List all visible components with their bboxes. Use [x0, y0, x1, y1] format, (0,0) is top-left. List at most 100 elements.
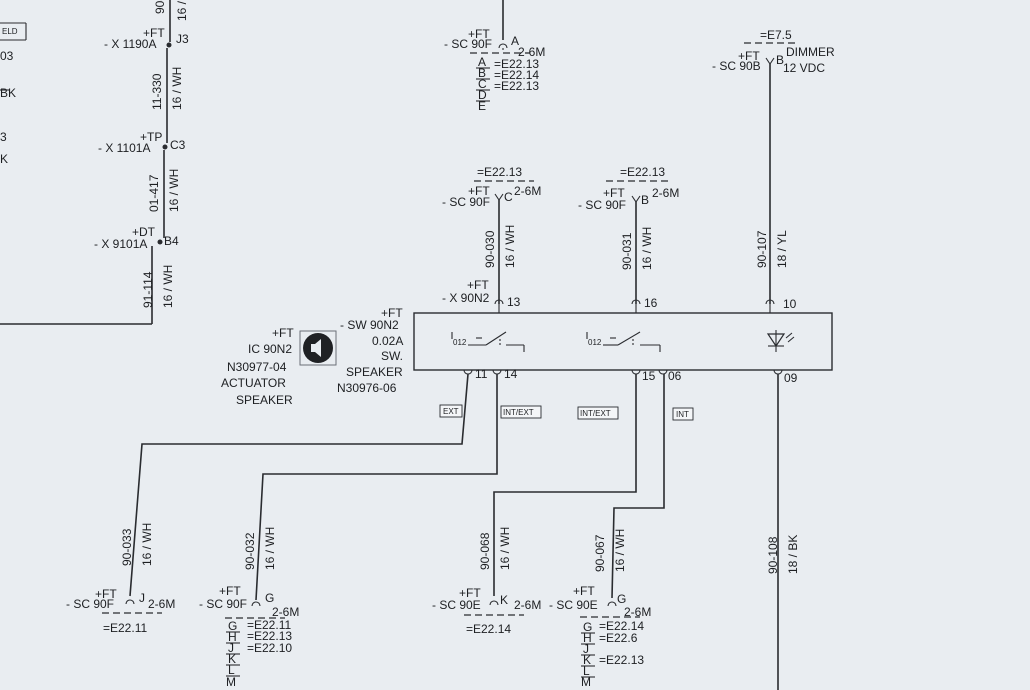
wire-spec: 18 / BK: [786, 535, 800, 574]
wire-number: 90-032: [243, 532, 257, 570]
cross-ref: =E22.11: [247, 618, 291, 632]
contact-label: 012: [588, 338, 602, 347]
pin-label: 09: [784, 371, 798, 385]
connector-ref: - SC 90F: [578, 198, 626, 212]
pin-symbol: [631, 299, 641, 305]
wire-number: 91-114: [141, 271, 155, 308]
wire-number: 90-033: [120, 528, 134, 566]
left-title-block: ELD 03 BK 3 K: [0, 22, 27, 166]
connector-c: =E22.13 +FT - SC 90F C 2-6M: [442, 165, 541, 304]
wire-number: 90-108: [766, 536, 780, 574]
top-connector: +FT - SC 90F A 2-6M A B C D E =E22.13 =E…: [444, 0, 545, 113]
wire-number: 11-330: [150, 73, 164, 110]
connector-location: +FT: [219, 584, 241, 598]
switch-contact: 012: [586, 331, 661, 352]
pin-label: 14: [504, 367, 518, 381]
connector-pin-symbol: [494, 193, 504, 201]
connector-location: +FT: [143, 26, 165, 40]
tag-label: INT/EXT: [580, 409, 611, 418]
wire-gauge: 2-6M: [148, 597, 175, 611]
switch-block: +FT - X 90N2 13 16 10 012 012: [337, 278, 833, 395]
signal-tags: EXT INT/EXT INT/EXT INT: [439, 404, 694, 421]
title-stub: ELD: [2, 27, 18, 36]
left-connector-c3: +TP - X 1101A C3: [98, 130, 186, 155]
connector-location: +DT: [132, 225, 156, 239]
cross-ref: =E7.5: [760, 28, 792, 42]
pin-label: 10: [783, 297, 797, 311]
branch-letter: G: [583, 620, 592, 634]
branch-letter: H: [583, 631, 592, 645]
wire-number: 90-030: [483, 230, 497, 268]
connector-pin-symbol: [489, 600, 499, 606]
bottom-wires: 90-033 16 / WH 90-032 16 / WH 90-068 16 …: [120, 373, 800, 690]
sw-text: SW.: [381, 349, 403, 363]
connector-pin: A: [511, 34, 519, 48]
dimmer-connector: =E7.5 +FT - SC 90B B DIMMER 12 VDC: [712, 28, 835, 304]
connector-dot: [166, 42, 172, 48]
connector-pin: B: [776, 53, 784, 67]
connector-location: +FT: [459, 586, 481, 600]
wire-spec: 16 / WH: [613, 529, 627, 572]
wire-spec: 16 / WH: [498, 527, 512, 570]
connector-pin-symbol: [631, 195, 641, 203]
branch-letter: L: [228, 663, 235, 677]
wire-gauge: 2-6M: [518, 45, 545, 59]
connector-pin: J3: [176, 32, 189, 46]
branch-letter: B: [478, 66, 486, 80]
connector-location: +FT: [468, 27, 490, 41]
connector-pin: C: [504, 190, 513, 204]
connector-ref: - SC 90F: [444, 37, 492, 51]
connector-pin-symbol: [607, 601, 617, 607]
cross-ref: =E22.13: [477, 165, 522, 179]
bottom-connector-j: +FT - SC 90F J 2-6M =E22.11: [66, 587, 175, 635]
wire-gauge: 2-6M: [624, 605, 651, 619]
speaker-text: N30977-04: [227, 360, 287, 374]
pin-label: 13: [507, 295, 521, 309]
connector-pin: G: [617, 592, 626, 606]
pin-label: 06: [668, 369, 682, 383]
bottom-connector-g1: +FT - SC 90F G 2-6M G H J K L M =E22.11 …: [199, 584, 299, 689]
connector-ref: - X 1190A: [104, 37, 156, 51]
branch-letter: K: [583, 653, 591, 667]
wire-gauge: 2-6M: [652, 186, 679, 200]
connector-pin: B: [641, 193, 649, 207]
wire-gauge: 2-6M: [514, 598, 541, 612]
connector-location: +FT: [738, 49, 760, 63]
cross-ref: =E22.13: [599, 653, 644, 667]
wire-spec: 16 / WH: [140, 523, 154, 566]
pin-label: 15: [642, 369, 656, 383]
wire-spec: 16 / WH: [503, 225, 517, 268]
speaker-glyph: [311, 339, 321, 357]
speaker-text: IC 90N2: [248, 342, 292, 356]
branch-letter: K: [228, 652, 236, 666]
bottom-connector-g2: +FT - SC 90E G 2-6M G H J K L M =E22.14 …: [549, 584, 651, 689]
sw-text: 0.02A: [372, 334, 403, 348]
pin-label: 11: [475, 367, 488, 381]
connector-ref: - X 9101A: [94, 237, 147, 251]
left-connector-b4: +DT - X 9101A B4: [94, 225, 179, 251]
x-ref: - X 90N2: [442, 291, 490, 305]
cross-ref: =E22.6: [599, 631, 638, 645]
speaker-actuator: +FT IC 90N2 N30977-04 ACTUATOR SPEAKER: [221, 326, 337, 407]
connector-pin-symbol: [765, 57, 775, 65]
connector-pin-symbol: [498, 43, 508, 49]
cross-ref: =E22.14: [466, 622, 511, 636]
cross-ref: =E22.13: [247, 629, 292, 643]
connector-b: =E22.13 +FT - SC 90F B 2-6M: [578, 165, 679, 304]
left-wire-run: 16 / 90- 11-330 16 / WH 01-417 16 / WH 9…: [0, 0, 189, 325]
connector-dot: [157, 239, 163, 245]
wire-spec: 16 / WH: [263, 527, 277, 570]
row-label: K: [0, 152, 8, 166]
pin-label: 16: [644, 296, 658, 310]
led-icon: [766, 330, 795, 352]
branch-letter: H: [228, 630, 237, 644]
speaker-frame: [299, 330, 337, 366]
switch-box: [413, 312, 833, 371]
pin-symbol: [765, 299, 775, 305]
connector-pin: J: [139, 591, 145, 605]
dimmer-name: DIMMER: [786, 45, 835, 59]
wire-number: 16 /: [175, 0, 189, 21]
contact-label: 012: [453, 338, 467, 347]
x-location: +FT: [467, 278, 489, 292]
